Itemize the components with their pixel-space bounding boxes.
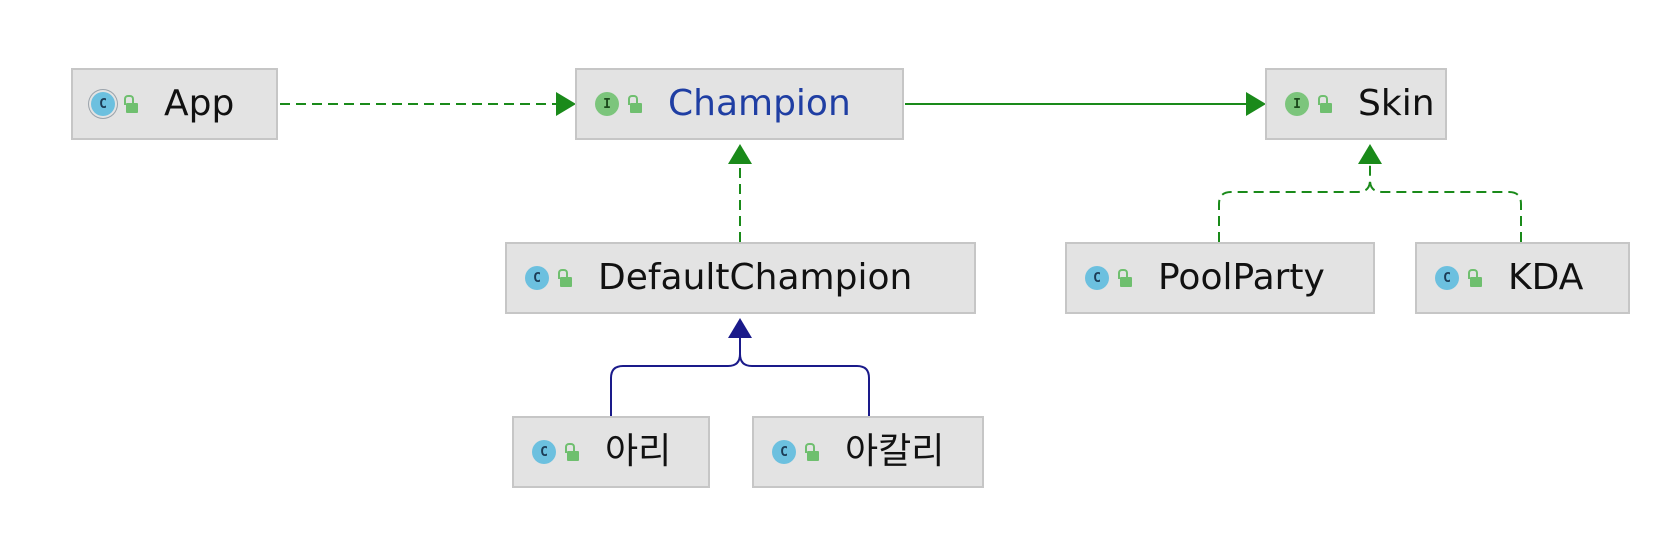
unlocked-icon	[1118, 269, 1132, 287]
class-icon: C	[532, 440, 556, 464]
edge-ahri-defaultchampion	[610, 338, 741, 416]
class-icon: C	[772, 440, 796, 464]
class-node-akali[interactable]: C 아칼리	[752, 416, 984, 488]
class-name: DefaultChampion	[598, 257, 913, 298]
class-node-ahri[interactable]: C 아리	[512, 416, 710, 488]
class-icon: C	[1085, 266, 1109, 290]
class-icon: C	[1435, 266, 1459, 290]
interface-node-champion[interactable]: I Champion	[575, 68, 904, 140]
unlocked-icon	[558, 269, 572, 287]
edge-defaultchampion-champion-arrowhead	[728, 144, 752, 164]
unlocked-icon	[565, 443, 579, 461]
class-node-defaultchampion[interactable]: C DefaultChampion	[505, 242, 976, 314]
class-name: App	[164, 83, 235, 124]
class-name: 아리	[605, 431, 672, 472]
edge-skin-arrowhead	[1358, 144, 1382, 164]
unlocked-icon	[1468, 269, 1482, 287]
edge-defaultchampion-arrowhead	[728, 318, 752, 338]
unlocked-icon	[628, 95, 642, 113]
class-node-kda[interactable]: C KDA	[1415, 242, 1630, 314]
class-node-poolparty[interactable]: C PoolParty	[1065, 242, 1375, 314]
edge-kda-skin	[1369, 179, 1522, 242]
edge-akali-defaultchampion	[739, 353, 870, 416]
class-name: PoolParty	[1158, 257, 1325, 298]
interface-icon: I	[595, 92, 619, 116]
edge-poolparty-skin	[1218, 164, 1371, 242]
edge-champion-skin-arrowhead	[1246, 92, 1266, 116]
unlocked-icon	[124, 95, 138, 113]
unlocked-icon	[1318, 95, 1332, 113]
class-icon: C	[91, 92, 115, 116]
interface-name: Skin	[1358, 83, 1435, 124]
unlocked-icon	[805, 443, 819, 461]
class-node-app[interactable]: C App	[71, 68, 278, 140]
interface-icon: I	[1285, 92, 1309, 116]
class-name: 아칼리	[845, 431, 945, 472]
interface-node-skin[interactable]: I Skin	[1265, 68, 1447, 140]
edge-app-champion-arrowhead	[556, 92, 576, 116]
class-icon: C	[525, 266, 549, 290]
interface-name: Champion	[668, 83, 851, 124]
class-name: KDA	[1508, 257, 1584, 298]
